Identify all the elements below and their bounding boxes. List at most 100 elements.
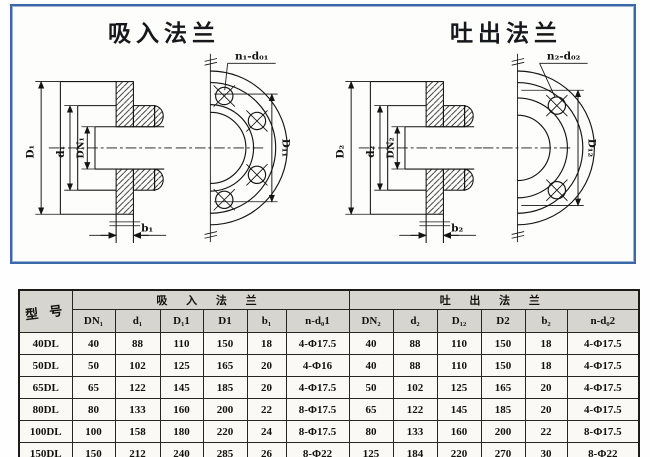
value-cell: 20 [246,354,287,377]
table-group-header-row: 型 号 吸 入 法 兰 吐 出 法 兰 [18,289,640,333]
value-cell: 125 [348,442,394,457]
discharge-dim-label-b2: b₂ [451,223,463,235]
value-cell: 150 [480,332,526,355]
col-header-D1: D1 [202,309,248,333]
value-cell: 20 [246,376,287,399]
col-header-b1: b₁ [246,309,287,333]
suction-bolt-circle-dim-label: D₁₁ [279,139,291,157]
value-cell: 50 [71,354,116,377]
value-cell: 185 [480,398,526,421]
value-cell: 18 [524,332,568,355]
value-cell: 145 [436,398,482,421]
value-cell: 220 [436,442,482,457]
value-cell: 150 [480,354,526,377]
suction-cross-section [35,81,172,244]
flange-spec-table: 型 号 吸 入 法 兰 吐 出 法 兰 DN₁ d₁ D₁1 D1 b₁ n-d… [18,289,641,457]
suction-dim-label-b1: b₁ [141,223,153,235]
value-cell: 65 [71,376,116,399]
value-cell: 88 [114,332,161,355]
col-header-d1: d₁ [114,309,161,333]
value-cell: 4-Φ17.5 [566,354,640,377]
value-cell: 150 [202,332,248,355]
value-cell: 18 [524,354,568,377]
suction-dimension-lines [38,80,91,215]
value-cell: 8-Φ17.5 [285,420,350,443]
value-cell: 20 [524,376,568,399]
suction-bolt-note-label: n₁-d₀₁ [235,50,268,62]
value-cell: 80 [348,420,394,443]
value-cell: 160 [159,398,204,421]
col-header-D12: D₁₂ [436,309,482,333]
value-cell: 4-Φ16 [285,354,350,377]
table-row: 100DL 100 158 180 220 24 8-Φ17.5 80 133 … [18,420,640,443]
value-cell: 100 [71,420,116,443]
value-cell: 125 [159,354,204,377]
value-cell: 184 [392,442,438,457]
suction-dim-label-DN1: DN₁ [75,137,86,158]
value-cell: 4-Φ17.5 [285,332,350,355]
discharge-dimension-lines [348,80,401,215]
value-cell: 165 [480,376,526,399]
discharge-flange-drawing: D₂ d₂ DN₂ b₂ [334,50,598,244]
value-cell: 20 [524,398,568,421]
model-cell: 65DL [18,376,73,399]
value-cell: 4-Φ17.5 [566,398,640,421]
value-cell: 285 [202,442,248,457]
suction-group-header: 吸 入 法 兰 [71,289,350,310]
value-cell: 18 [246,332,287,355]
value-cell: 110 [159,332,204,355]
flange-diagram-panel: 吸入法兰 吐出法兰 [10,4,636,264]
value-cell: 8-Φ17.5 [566,420,640,443]
table-column-header-row: DN₁ d₁ D₁1 D1 b₁ n-d₀1 DN₂ d₂ D₁₂ D2 b₂ … [19,309,640,333]
value-cell: 240 [159,442,204,457]
table-row: 40DL 40 88 110 150 18 4-Φ17.5 40 88 110 … [18,332,640,355]
value-cell: 8-Φ22 [566,442,640,457]
value-cell: 8-Φ17.5 [285,398,350,421]
value-cell: 88 [392,354,438,377]
value-cell: 200 [202,398,248,421]
value-cell: 30 [524,442,568,457]
discharge-bolt-circle-dim-label: D₁₂ [586,139,598,158]
value-cell: 65 [348,398,394,421]
value-cell: 4-Φ17.5 [566,332,640,355]
table-row: 80DL 80 133 160 200 22 8-Φ17.5 65 122 14… [18,398,640,421]
value-cell: 102 [392,376,438,399]
suction-flange-drawing: D₁ d₁ DN₁ b₁ [24,50,291,244]
suction-flange-title: 吸入法兰 [108,21,220,46]
value-cell: 145 [159,376,204,399]
table-row: 65DL 65 122 145 185 20 4-Φ17.5 50 102 12… [18,376,640,399]
value-cell: 40 [348,332,394,355]
col-header-D11: D₁1 [159,309,204,333]
discharge-bolt-note-label: n₂-d₀₂ [547,50,581,62]
value-cell: 40 [348,354,394,377]
value-cell: 122 [114,376,161,399]
value-cell: 26 [246,442,287,457]
col-header-DN1: DN₁ [71,309,116,333]
value-cell: 40 [71,332,116,355]
discharge-flange-title: 吐出法兰 [450,21,562,46]
table-row: 150DL 150 212 240 285 26 8-Φ22 125 184 2… [18,442,640,457]
bolt-holes [545,94,568,202]
value-cell: 160 [436,420,482,443]
value-cell: 88 [392,332,438,355]
value-cell: 110 [436,332,482,355]
discharge-cross-section [345,81,482,244]
model-column-header: 型 号 [18,289,73,333]
value-cell: 125 [436,376,482,399]
model-cell: 80DL [18,398,73,421]
value-cell: 122 [392,398,438,421]
value-cell: 50 [348,376,394,399]
discharge-dim-label-d2: d₂ [365,145,377,157]
value-cell: 133 [114,398,161,421]
suction-dim-label-d1: d₁ [55,146,67,158]
model-cell: 100DL [18,420,73,443]
model-cell: 50DL [18,354,73,377]
col-header-nd02: n-d₀2 [566,309,640,333]
discharge-dim-label-DN2: DN₂ [385,137,396,158]
value-cell: 24 [246,420,287,443]
model-cell: 150DL [18,442,73,457]
value-cell: 102 [114,354,161,377]
bolt-holes [213,85,268,211]
value-cell: 185 [202,376,248,399]
